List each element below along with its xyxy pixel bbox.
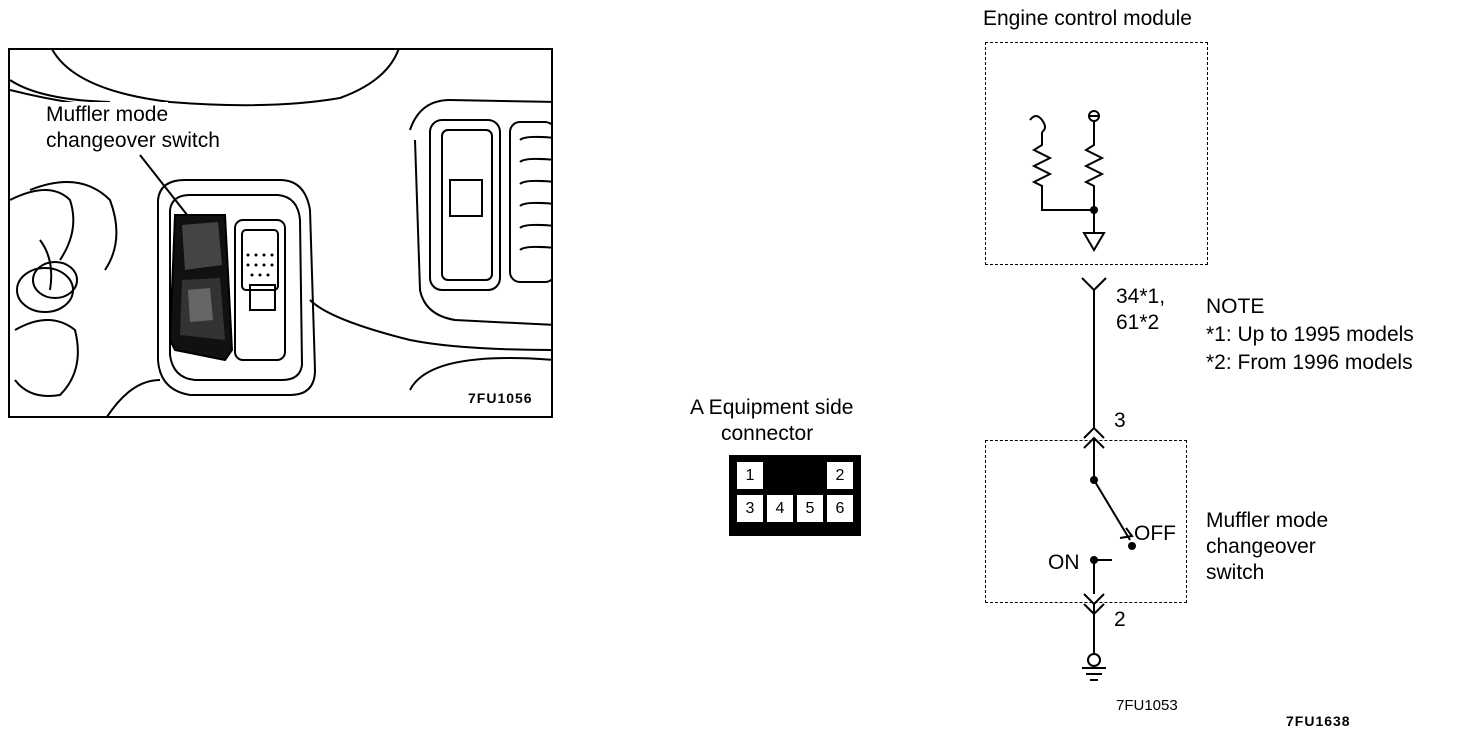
dashboard-drawing: [10, 50, 551, 416]
note-1: *1: Up to 1995 models: [1206, 323, 1414, 346]
rocker-switch: [168, 214, 234, 362]
wire-term-34: 34*1,: [1116, 285, 1166, 308]
muffler-switch-illustration: Muffler mode changeover switch 7FU1056: [8, 48, 553, 418]
note-2: *2: From 1996 models: [1206, 351, 1413, 374]
connector-pin: 2: [827, 462, 853, 489]
connector-title-line1: A Equipment side: [690, 396, 854, 419]
switch-on-label: ON: [1048, 551, 1080, 574]
connector-pin: 5: [797, 495, 823, 522]
connector-title-line2: connector: [721, 422, 814, 445]
photo-callout-line1: Muffler mode: [46, 102, 169, 127]
switch-label-line2: changeover: [1206, 535, 1316, 558]
connector-pin: 4: [767, 495, 793, 522]
equipment-side-connector: 1 2 3 4 5 6: [729, 455, 861, 536]
switch-box: [985, 440, 1187, 603]
terminal-3-label: 3: [1114, 409, 1126, 432]
terminal-2-label: 2: [1114, 608, 1126, 631]
switch-label-line1: Muffler mode: [1206, 509, 1329, 532]
ecm-box: [985, 42, 1208, 265]
diagram-code-a: 7FU1053: [1116, 697, 1178, 714]
switch-label-line3: switch: [1206, 561, 1265, 584]
diagram-code-b: 7FU1638: [1286, 713, 1351, 729]
connector-pin: 1: [737, 462, 763, 489]
note-title: NOTE: [1206, 295, 1265, 318]
switch-off-label: OFF: [1134, 522, 1176, 545]
ecm-label: Engine control module: [983, 7, 1192, 30]
connector-pin: 6: [827, 495, 853, 522]
wire-term-61: 61*2: [1116, 311, 1160, 334]
photo-callout-line2: changeover switch: [46, 128, 220, 153]
connector-pin: 3: [737, 495, 763, 522]
photo-code: 7FU1056: [468, 390, 533, 406]
